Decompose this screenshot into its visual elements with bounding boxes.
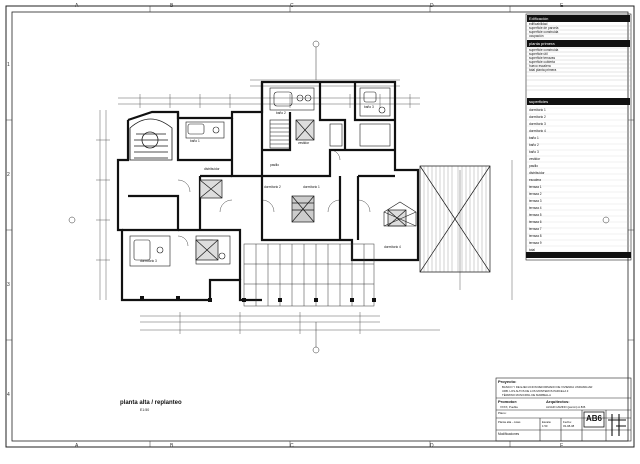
grid-col-c: C: [290, 3, 294, 9]
table-row: dormitorio 4: [529, 129, 546, 133]
table-row: terraza 5: [529, 213, 542, 217]
table-row: superficie terrazas: [529, 56, 556, 60]
room-label: dormitorio 4: [384, 245, 401, 249]
grid-col-b-bottom: B: [170, 443, 174, 449]
room-label: dormitorio 3: [140, 259, 157, 263]
room-label: baño 3: [364, 105, 374, 109]
signature-mark: [608, 414, 626, 436]
grid-row-4: 4: [7, 392, 10, 398]
table-row: dormitorio 1: [529, 108, 546, 112]
grid-col-b: B: [170, 3, 174, 9]
grid-row-2: 2: [7, 172, 10, 178]
table-row: superficie cubierta: [529, 60, 555, 64]
inner-border: [11, 11, 629, 442]
room-label: distribuidor: [204, 167, 220, 171]
table-row: terraza 4: [529, 206, 542, 210]
table-row: superficie de parcela: [529, 26, 559, 30]
plano-text: Planta alta - cotas: [498, 420, 521, 424]
table-row: superficie útil: [529, 52, 548, 56]
table-row: terraza 1: [529, 185, 542, 189]
table-section-header: planta primera: [527, 40, 630, 47]
proyecto-text-2: URB. LOS ALTOS DE LOS MONTEROS PARCELA 3: [502, 389, 569, 393]
escala-value: 1:50: [542, 424, 548, 428]
arquitecto-text: ALVAR CAMINO (jasmin) A.B.B.: [546, 405, 586, 409]
grid-col-a: A: [75, 3, 79, 9]
proyecto-label: Proyecto:: [498, 379, 517, 384]
outer-border: [5, 5, 635, 448]
grid-col-d: D: [430, 3, 434, 9]
proyecto-text: BASICO Y DE EJECUCION REFORMADO DE VIVIE…: [502, 385, 593, 389]
table-row: baño 1: [529, 136, 539, 140]
promotor-text: XXXX, Puebla: [500, 405, 518, 409]
table-row: baño 2: [529, 143, 539, 147]
table-row: distribuidor: [529, 171, 545, 175]
table-total-bar: [526, 252, 631, 258]
table-row: edificabilidad: [529, 22, 548, 26]
grid-col-c-bottom: C: [290, 443, 294, 449]
modificaciones-label: Modificaciones: [498, 432, 520, 436]
fecha-label: Fecha:: [563, 420, 572, 424]
table-row: hueco escalera: [529, 64, 551, 68]
table-row: total planta primera: [529, 68, 557, 72]
table-rows: [526, 25, 631, 91]
table-row: terraza 6: [529, 220, 542, 224]
table-row: terraza 9: [529, 241, 542, 245]
right-table-frame: [525, 13, 632, 261]
room-label: dormitorio 2: [264, 185, 281, 189]
arquitecto-label: Arquitectos:: [546, 399, 570, 404]
proyecto-text-3: TÉRMINO MUNICIPAL DE MARBELLA: [502, 393, 551, 397]
plano-label: Plano:: [498, 411, 507, 415]
table-row: terraza 3: [529, 199, 542, 203]
table-row: superficie construida: [529, 48, 559, 52]
table-row: ocupación: [529, 34, 544, 38]
table-row: terraza 8: [529, 234, 542, 238]
table-row: escalera: [529, 178, 542, 182]
fecha-value: 03-08-08: [563, 424, 575, 428]
table-section-header: superficies: [527, 98, 630, 105]
plan-title: planta alta / replanteo: [120, 400, 182, 406]
grid-col-d-bottom: D: [430, 443, 434, 449]
table-row: superficie construida: [529, 30, 559, 34]
sheet-code-box: [583, 411, 605, 428]
table-section-header: Edificación: [527, 15, 630, 22]
floor-plan: [96, 79, 513, 334]
grid-row-1: 1: [7, 62, 10, 68]
plan-scale: E1:50: [140, 408, 150, 412]
table-row: dormitorio 2: [529, 115, 546, 119]
title-block-frame: [495, 377, 632, 442]
table-row: vestidor: [529, 157, 541, 161]
room-label: baño 1: [190, 139, 200, 143]
grid-col-a-bottom: A: [75, 443, 79, 449]
table-row: pasillo: [529, 164, 539, 168]
room-label: baño 2: [276, 111, 286, 115]
table-row: terraza 7: [529, 227, 542, 231]
room-label: pasillo: [270, 163, 280, 167]
grid-col-e: E: [560, 3, 564, 9]
grid-col-e-bottom: E: [560, 443, 564, 449]
table-row: baño 3: [529, 150, 539, 154]
table-row: dormitorio 3: [529, 122, 546, 126]
room-label: vestidor: [298, 141, 310, 145]
table-row: terraza 2: [529, 192, 542, 196]
promotor-label: Promotor:: [498, 399, 518, 404]
room-label: dormitorio 1: [303, 185, 320, 189]
escala-label: Escala:: [542, 420, 552, 424]
table-row: total: [529, 248, 536, 252]
table-rows-2: [526, 107, 631, 253]
section-markers: [68, 40, 610, 354]
grid-row-3: 3: [7, 282, 10, 288]
sheet-code: AB6: [586, 414, 603, 423]
